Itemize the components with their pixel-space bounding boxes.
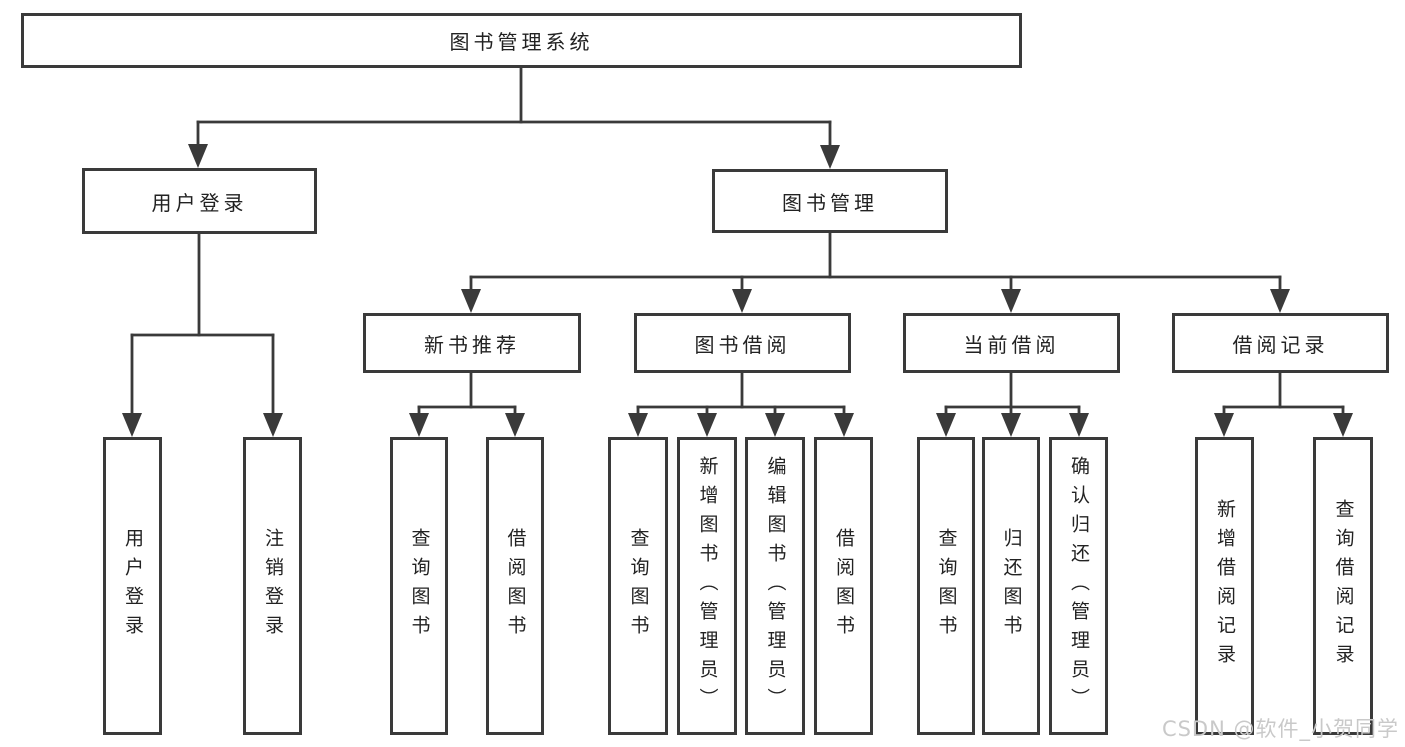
node-user-login: 用户登录	[82, 168, 317, 234]
node-borrow-books-label: 借阅图书	[833, 528, 855, 644]
node-book-management-label: 图书管理	[782, 190, 878, 215]
node-book-borrowing: 图书借阅	[634, 313, 851, 373]
node-return-books-label: 归还图书	[1000, 528, 1023, 644]
node-current-query-books: 查询图书	[917, 437, 975, 735]
csdn-watermark: CSDN @软件_小贺同学	[1161, 717, 1399, 741]
node-return-books: 归还图书	[982, 437, 1040, 735]
node-current-borrowing-label: 当前借阅	[963, 332, 1060, 357]
node-add-books-admin: 新增图书（管理员）	[677, 437, 737, 735]
node-edit-books-admin-label: 编辑图书（管理员）	[764, 455, 787, 717]
node-user-login-label: 用户登录	[151, 190, 248, 215]
node-root-label: 图书管理系统	[449, 30, 594, 54]
node-confirm-return-admin-label: 确认归还（管理员）	[1068, 455, 1090, 717]
node-current-query-books-label: 查询图书	[935, 528, 958, 644]
node-user-login-action-label: 用户登录	[122, 528, 144, 644]
node-add-borrow-record: 新增借阅记录	[1195, 437, 1254, 735]
node-confirm-return-admin: 确认归还（管理员）	[1049, 437, 1108, 735]
node-borrow-books: 借阅图书	[814, 437, 873, 735]
node-user-login-action: 用户登录	[103, 437, 162, 735]
node-book-borrowing-label: 图书借阅	[694, 332, 791, 357]
node-new-book-recommend-label: 新书推荐	[424, 332, 520, 357]
node-borrow-records-label: 借阅记录	[1232, 332, 1329, 357]
node-newbook-borrow-books: 借阅图书	[486, 437, 544, 735]
node-query-borrow-record: 查询借阅记录	[1313, 437, 1373, 735]
node-newbook-query-books: 查询图书	[390, 437, 448, 735]
node-logout-label: 注销登录	[262, 528, 284, 644]
node-add-books-admin-label: 新增图书（管理员）	[696, 455, 719, 717]
node-edit-books-admin: 编辑图书（管理员）	[745, 437, 805, 735]
node-borrowing-query-books-label: 查询图书	[627, 528, 650, 644]
node-newbook-query-books-label: 查询图书	[408, 528, 431, 644]
node-newbook-borrow-books-label: 借阅图书	[504, 528, 527, 644]
node-current-borrowing: 当前借阅	[903, 313, 1120, 373]
node-add-borrow-record-label: 新增借阅记录	[1214, 499, 1236, 673]
node-root: 图书管理系统	[21, 13, 1022, 68]
node-borrowing-query-books: 查询图书	[608, 437, 668, 735]
node-query-borrow-record-label: 查询借阅记录	[1332, 499, 1355, 673]
node-book-management: 图书管理	[712, 169, 948, 233]
node-logout: 注销登录	[243, 437, 302, 735]
node-borrow-records: 借阅记录	[1172, 313, 1389, 373]
node-new-book-recommend: 新书推荐	[363, 313, 581, 373]
